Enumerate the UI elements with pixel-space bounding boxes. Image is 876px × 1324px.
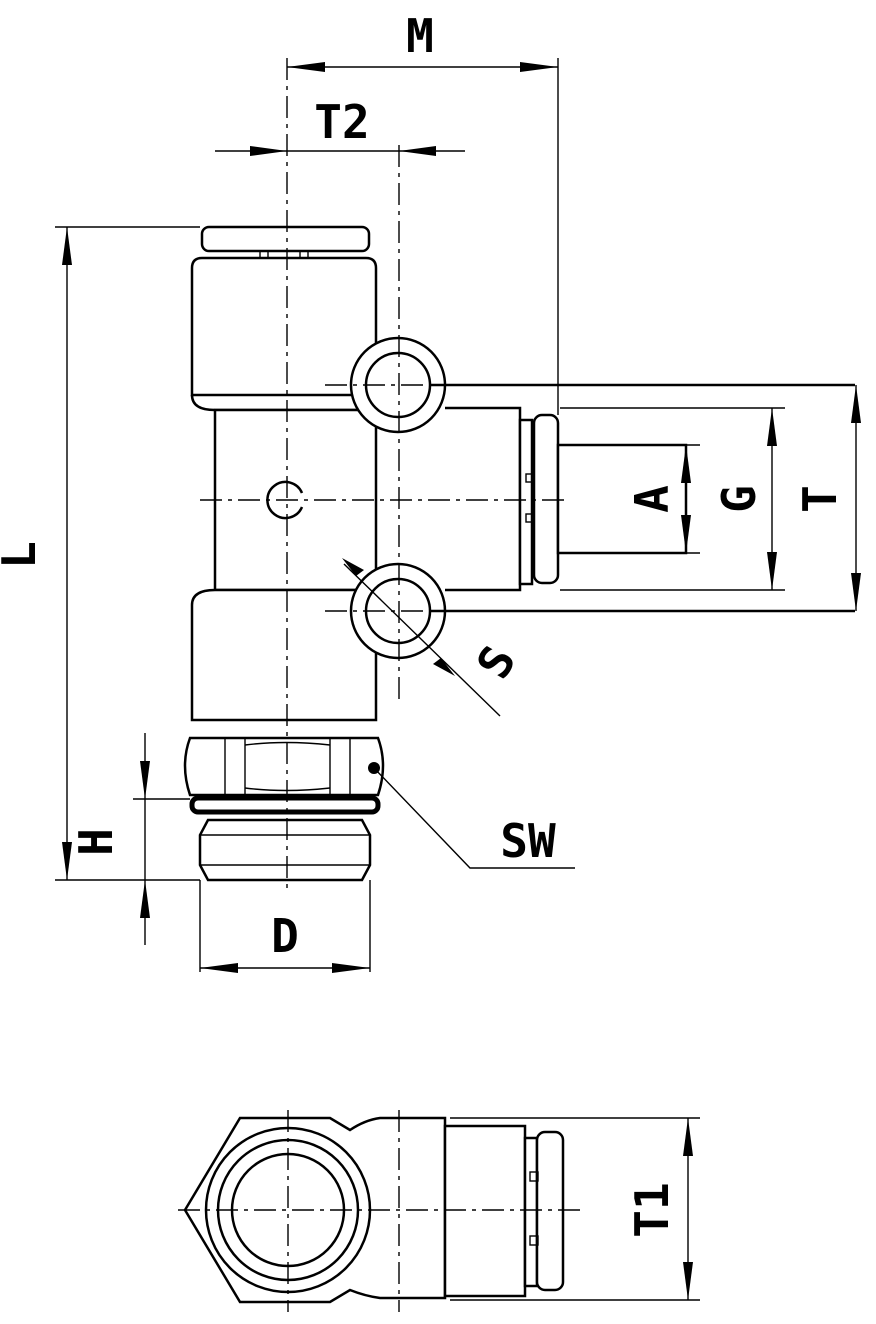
- label-G: G: [712, 485, 766, 513]
- top-view: [178, 1110, 580, 1312]
- label-T1: T1: [625, 1182, 679, 1237]
- label-D: D: [271, 909, 299, 963]
- top-collet: [200, 225, 371, 261]
- label-S: S: [466, 637, 527, 688]
- label-T2: T2: [314, 95, 369, 149]
- lower-body: [190, 588, 378, 722]
- dimensions: M T2 L A G T S: [0, 9, 861, 973]
- label-M: M: [406, 9, 434, 63]
- side-collet: [518, 413, 688, 586]
- label-T: T: [793, 485, 847, 513]
- label-H: H: [69, 828, 123, 856]
- front-view: [183, 58, 855, 890]
- dimension-T1: T1: [450, 1117, 700, 1301]
- label-SW: SW: [500, 814, 556, 868]
- hex-outline: [183, 1116, 447, 1304]
- upper-body: [190, 256, 378, 397]
- hex-nut: [183, 736, 385, 797]
- thread: [198, 818, 372, 882]
- o-ring: [189, 795, 381, 815]
- label-L: L: [0, 541, 46, 569]
- label-A: A: [625, 485, 679, 513]
